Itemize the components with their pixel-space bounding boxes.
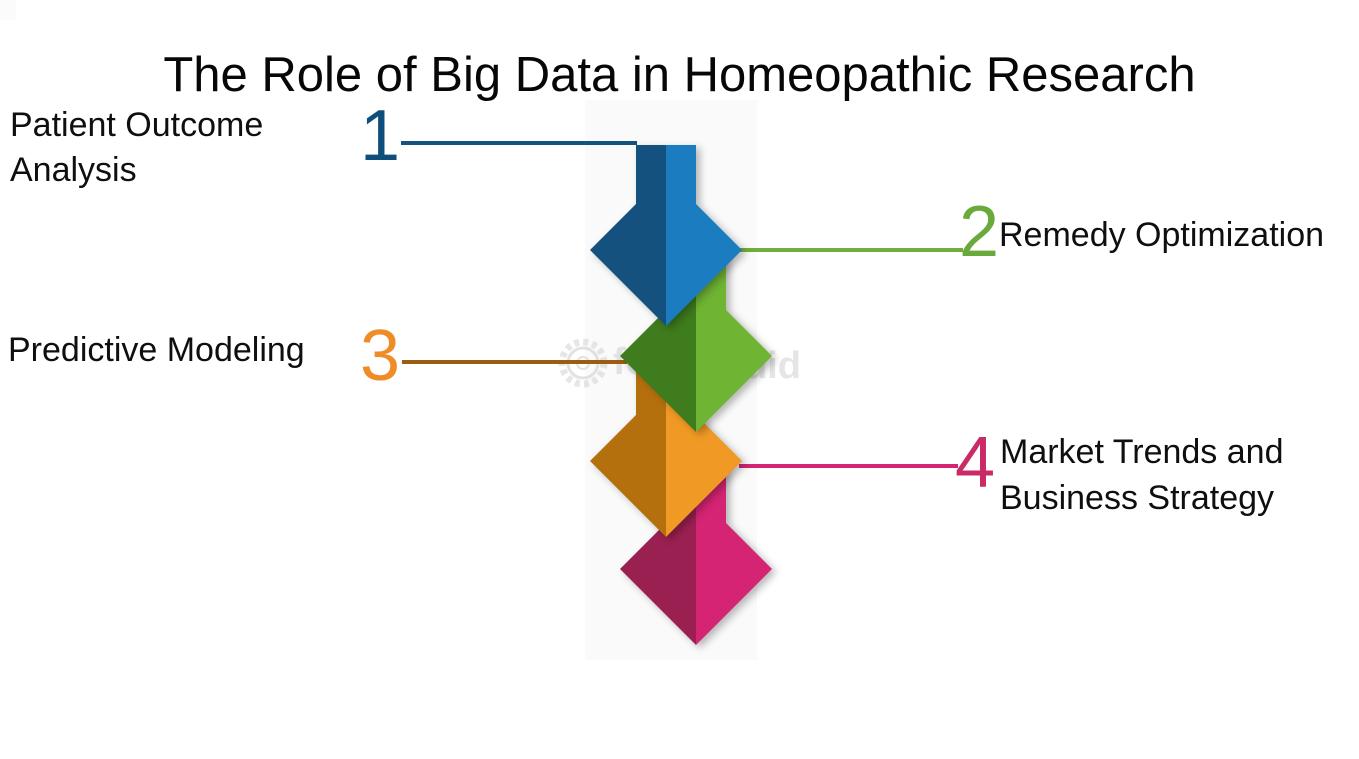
step-label-line: Patient Outcome <box>10 106 264 144</box>
step-number-2: 2 <box>959 192 1000 272</box>
step-label-line: Business Strategy <box>1000 479 1275 517</box>
down-arrow-step-1 <box>590 145 742 326</box>
arrow-3-left-face <box>590 358 666 537</box>
arrow-1-right-face <box>666 145 742 326</box>
connector-line-step-1 <box>401 141 637 145</box>
step-label-line: Market Trends and <box>1000 433 1284 471</box>
connector-line-step-2 <box>740 248 963 252</box>
step-label-predictive-modeling: Predictive Modeling <box>8 328 305 373</box>
connector-line-step-4 <box>739 464 958 468</box>
arrow-cascade <box>590 145 772 645</box>
step-label-remedy-optimization: Remedy Optimization <box>999 213 1324 258</box>
step-label-market-trends-business-strategy: Market Trends and Business Strategy <box>1000 429 1283 521</box>
step-label-patient-outcome-analysis: Patient Outcome Analysis <box>10 103 263 193</box>
step-number-3: 3 <box>359 316 400 396</box>
arrow-1-left-face <box>590 145 666 326</box>
page-title: The Role of Big Data in Homeopathic Rese… <box>163 47 1196 102</box>
connector-line-step-3 <box>402 360 627 364</box>
step-label-line: Remedy Optimization <box>999 216 1325 254</box>
step-label-line: Analysis <box>10 151 137 189</box>
arrow-2-right-face <box>696 252 772 432</box>
step-label-line: Predictive Modeling <box>8 331 305 369</box>
arrow-4-right-face <box>696 466 772 645</box>
corner-artifact <box>0 0 16 20</box>
step-number-1: 1 <box>359 96 400 176</box>
step-number-4: 4 <box>955 423 996 503</box>
